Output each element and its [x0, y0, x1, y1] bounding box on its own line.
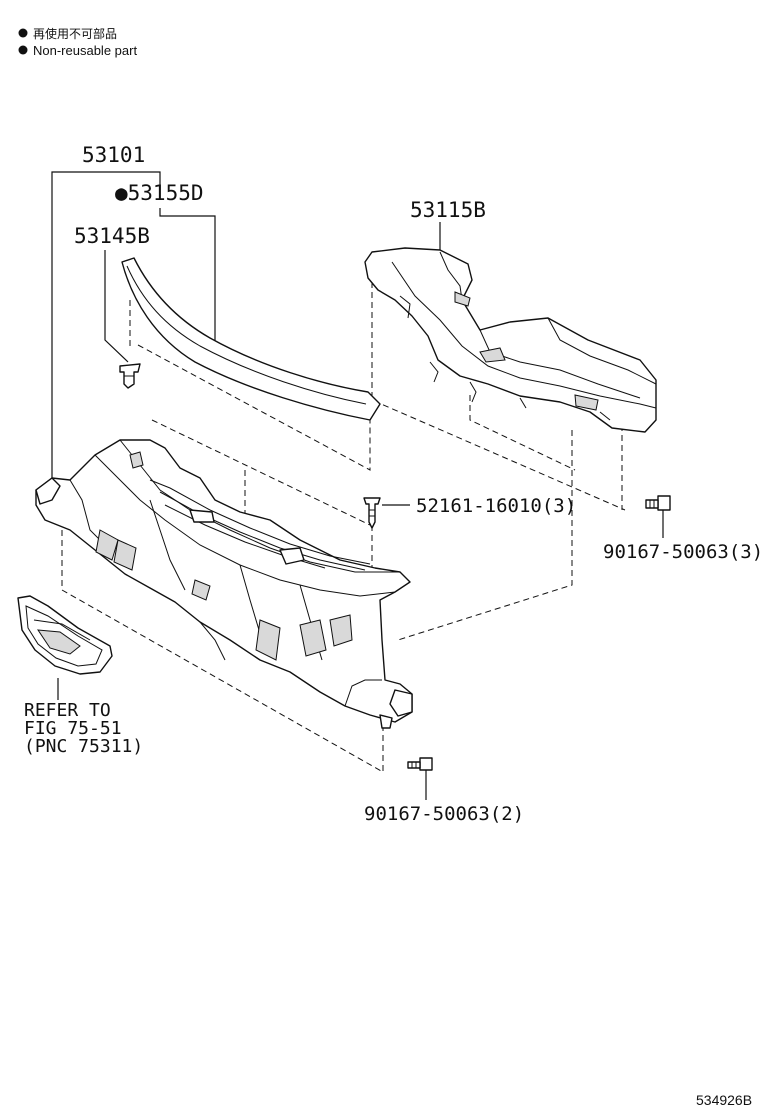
legend-japanese: 再使用不可部品: [33, 26, 117, 41]
assembly-lines: [61, 262, 626, 773]
legend-bullet-icon: [18, 45, 28, 55]
panel-53101: [35, 439, 413, 729]
clip-53145b: [119, 363, 141, 389]
grille-reference: [17, 595, 113, 675]
label-90167-2: 90167-50063(2): [364, 803, 524, 825]
refer-line-3: (PNC 75311): [24, 736, 143, 757]
fastener-52161: [363, 497, 381, 529]
label-53101: 53101: [82, 143, 145, 167]
label-53115b: 53115B: [410, 198, 486, 222]
legend-english: Non-reusable part: [33, 43, 137, 58]
bolt-90167-2: [407, 757, 433, 771]
figure-id: 534926B: [696, 1092, 752, 1108]
refer-line-1: REFER TO: [24, 700, 111, 721]
leader-lines: [51, 171, 664, 800]
part-labels: 53101 ●53155D 53145B 53115B 52161-16010(…: [24, 143, 760, 1108]
panel-53115b: [364, 247, 657, 433]
seal-53155d: [121, 257, 381, 421]
label-52161: 52161-16010(3): [416, 495, 576, 517]
bolt-90167-3: [645, 495, 671, 511]
legend: 再使用不可部品 Non-reusable part: [18, 26, 137, 58]
label-90167-3: 90167-50063(3): [603, 541, 760, 563]
refer-line-2: FIG 75-51: [24, 718, 122, 739]
label-53145b: 53145B: [74, 224, 150, 248]
label-53155d: ●53155D: [115, 181, 204, 205]
legend-bullet-icon: [18, 28, 28, 38]
